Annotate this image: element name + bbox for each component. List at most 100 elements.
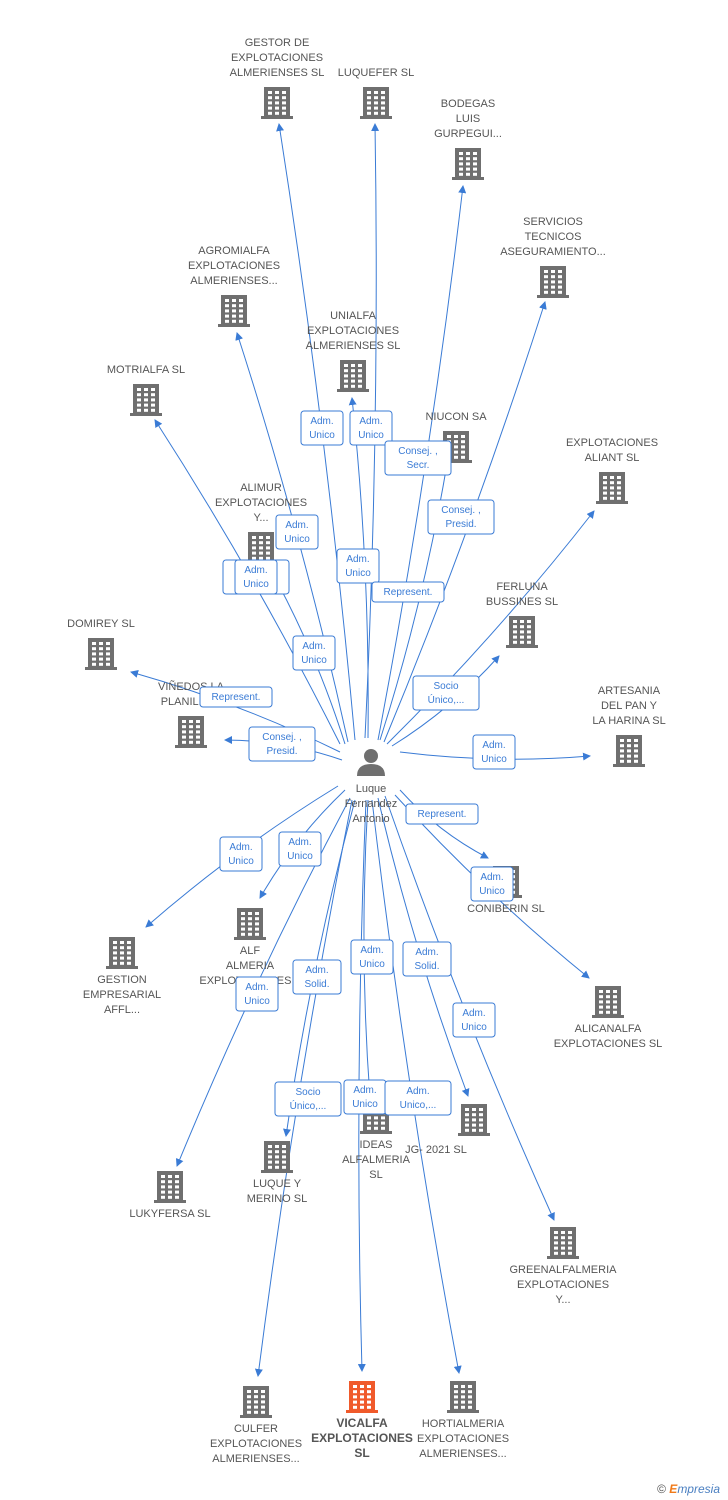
edge-label-servicios[interactable]: Represent.	[371, 581, 445, 603]
company-node-domirey[interactable]: DOMIREY SL	[67, 618, 135, 670]
edge-label-luquemerino[interactable]: Adm.Solid.	[292, 959, 342, 995]
node-label-line: ARTESANIA	[598, 685, 661, 697]
edge-label-vicalfa[interactable]: Adm.Unico	[343, 1079, 387, 1115]
edge-label-vinedos[interactable]: Consej. ,Presid.	[248, 726, 316, 762]
building-icon	[458, 1104, 490, 1136]
company-node-hortialmeria[interactable]: HORTIALMERIAEXPLOTACIONESALMERIENSES...	[417, 1381, 509, 1460]
edge-label-text: Adm.	[480, 872, 503, 883]
edge-label-box	[292, 959, 342, 995]
edge-label-box	[235, 976, 279, 1012]
edge-label-motrialfa[interactable]: Adm. Unico	[234, 559, 278, 595]
edge-label-box	[274, 1081, 342, 1117]
node-label-line: ALMERIA	[226, 960, 275, 972]
edge-label-alf[interactable]: Adm. Unico	[278, 831, 322, 867]
building-icon	[240, 1386, 272, 1418]
edge-label-niucon[interactable]: Consej. ,Secr.	[384, 440, 452, 476]
brand-name[interactable]: mpresia	[677, 1482, 720, 1496]
edge-label-text: Presid.	[266, 746, 297, 757]
company-node-gestion[interactable]: GESTIONEMPRESARIALAFFL...	[83, 937, 161, 1016]
building-icon	[447, 1381, 479, 1413]
company-node-jg2021[interactable]: JG- 2021 SL	[405, 1104, 490, 1156]
company-node-servicios[interactable]: SERVICIOSTECNICOSASEGURAMIENTO...	[500, 216, 606, 298]
edge-label-ideas[interactable]: Adm.Unico	[350, 939, 394, 975]
edge-label-luquefer[interactable]: Adm.Unico	[336, 548, 380, 584]
node-label-line: ALMERIENSES SL	[230, 67, 325, 79]
node-label-line: DEL PAN Y	[601, 700, 658, 712]
company-node-culfer[interactable]: CULFEREXPLOTACIONESALMERIENSES...	[210, 1386, 302, 1465]
edge-label-text: Único,...	[428, 693, 465, 706]
node-label-line: DOMIREY SL	[67, 618, 135, 630]
edge-label-domirey[interactable]: Represent.	[199, 686, 273, 708]
company-node-bodegas[interactable]: BODEGASLUISGURPEGUI...	[434, 98, 502, 180]
node-label-line: BUSSINES SL	[486, 596, 558, 608]
edge-label-gestor[interactable]: Adm.Unico	[300, 410, 344, 446]
edge-label-text: Represent.	[212, 692, 261, 703]
company-node-motrialfa[interactable]: MOTRIALFA SL	[107, 364, 185, 416]
node-label-line: MOTRIALFA SL	[107, 364, 185, 376]
edge-label-text: Unico	[244, 996, 270, 1007]
edge-label-box	[384, 440, 452, 476]
company-node-lukyfersa[interactable]: LUKYFERSA SL	[129, 1171, 211, 1220]
building-icon	[360, 87, 392, 119]
node-label-line: ALMERIENSES...	[190, 275, 277, 287]
node-label-line: CONIBERIN SL	[467, 903, 545, 915]
node-label-line: EXPLOTACIONES	[417, 1433, 509, 1445]
company-node-greenalf[interactable]: GREENALFALMERIAEXPLOTACIONESY...	[510, 1227, 618, 1306]
edge-label-text: Consej. ,	[441, 505, 480, 516]
edge-label-text: Unico	[358, 430, 384, 441]
edge-label-artesania[interactable]: Adm.Unico	[472, 734, 516, 770]
edge-label-box	[402, 941, 452, 977]
building-icon	[261, 1141, 293, 1173]
edge-label-text: Único,...	[290, 1099, 327, 1112]
node-label-line: EXPLOTACIONES	[517, 1279, 609, 1291]
building-icon	[596, 472, 628, 504]
building-icon	[452, 148, 484, 180]
edge-label-coniberin[interactable]: Represent.	[405, 803, 479, 825]
node-label-line: SL	[354, 1446, 369, 1460]
edge-label-gestion[interactable]: Adm.Unico	[219, 836, 263, 872]
edge-label-text: Adm.	[462, 1008, 485, 1019]
edge-label-greenalf[interactable]: Adm.Unico	[452, 1002, 496, 1038]
edge-label-text: Unico	[359, 959, 385, 970]
edge-label-text: Adm.	[244, 565, 267, 576]
edge-label-box	[278, 831, 322, 867]
edge-label-ferluna[interactable]: SocioÚnico,...	[412, 675, 480, 711]
company-node-luquefer[interactable]: LUQUEFER SL	[338, 67, 414, 119]
edge-label-hortialmeria[interactable]: Adm.Unico,...	[384, 1080, 452, 1116]
edge-label-text: Adm.	[415, 947, 438, 958]
node-label-line: EXPLOTACIONES	[210, 1438, 302, 1450]
edge-label-jg2021[interactable]: Adm.Solid.	[402, 941, 452, 977]
edge-label-culfer[interactable]: SocioÚnico,...	[274, 1081, 342, 1117]
edge-label-agromialfa[interactable]: Adm.Unico	[292, 635, 336, 671]
edge-label-box	[234, 559, 278, 595]
edge-label-unialfa[interactable]: Adm.Unico	[349, 410, 393, 446]
node-label-line: EMPRESARIAL	[83, 989, 161, 1001]
node-label-line: EXPLOTACIONES	[311, 1431, 413, 1445]
edge-label-text: Represent.	[418, 809, 467, 820]
edge-label-box	[336, 548, 380, 584]
edge-label-text: Solid.	[304, 979, 329, 990]
edge-label-aliant[interactable]: Adm.Unico	[275, 514, 319, 550]
edge-label-text: Adm.	[288, 837, 311, 848]
node-label-line: ALMERIENSES...	[419, 1448, 506, 1460]
node-label-line: Y...	[555, 1294, 570, 1306]
edge-label-text: Unico	[287, 851, 313, 862]
company-node-alf[interactable]: ALFALMERIAEXPLOTACIONES...	[199, 908, 301, 987]
edge-label-text: Unico	[243, 579, 269, 590]
edge-label-bodegas[interactable]: Consej. ,Presid.	[427, 499, 495, 535]
edge-label-lukyfersa[interactable]: Adm.Unico	[235, 976, 279, 1012]
company-node-agromialfa[interactable]: AGROMIALFAEXPLOTACIONESALMERIENSES...	[188, 245, 280, 327]
building-icon	[613, 735, 645, 767]
edge-label-alicanalfa[interactable]: Adm.Unico	[470, 866, 514, 902]
edge-label-text: Socio	[295, 1087, 320, 1098]
